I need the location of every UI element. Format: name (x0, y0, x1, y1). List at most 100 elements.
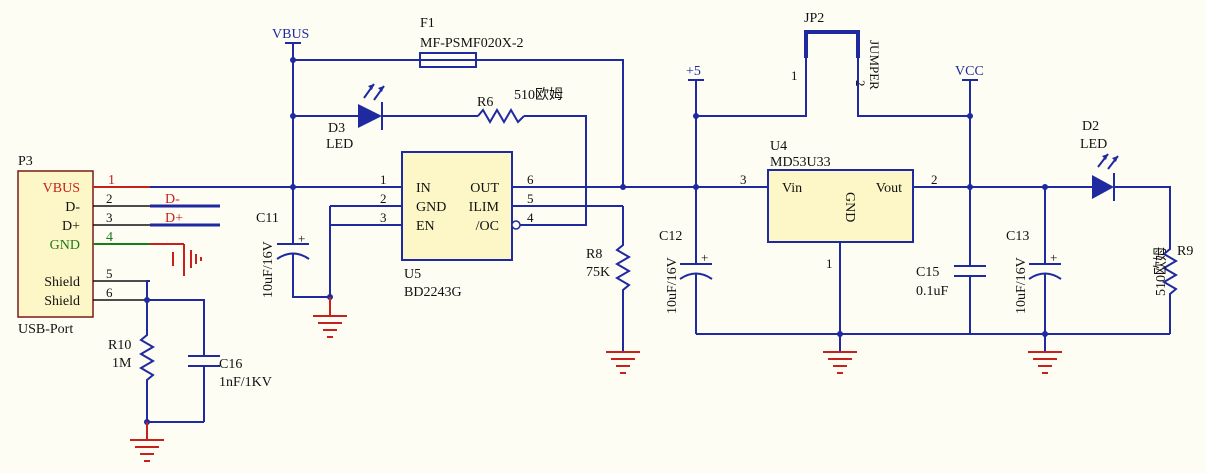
svg-text:VCC: VCC (955, 64, 984, 79)
r9-ref: R9 (1177, 244, 1193, 259)
r9-resistor: R9 510欧姆 (1153, 244, 1193, 300)
c13-ref: C13 (1006, 229, 1029, 244)
c16-value: 1nF/1KV (219, 375, 272, 390)
u5-oc-label: /OC (476, 219, 499, 234)
svg-text:+: + (298, 231, 305, 246)
shield-to-c16 (147, 299, 205, 350)
u5-en-label: EN (416, 219, 435, 234)
p3-value: USB-Port (18, 322, 73, 337)
c13-value: 10uF/16V (1014, 257, 1029, 314)
c12-value: 10uF/16V (665, 257, 680, 314)
p3-pin6-num: 6 (106, 285, 113, 300)
c15-capacitor: C15 0.1uF (916, 187, 986, 334)
u5-ilim-label: ILIM (469, 200, 500, 215)
u4-pin2: 2 (931, 172, 938, 187)
u5-pin2: 2 (380, 191, 387, 206)
p3-vbus-label: VBUS (43, 181, 80, 196)
u5-pin5: 5 (527, 191, 534, 206)
ground-symbol-u4 (823, 334, 857, 374)
svg-text:+: + (701, 250, 708, 265)
u4-vout-label: Vout (876, 181, 902, 196)
c16-ref: C16 (219, 357, 242, 372)
net-dplus-label: D+ (165, 211, 183, 226)
u5-value: BD2243G (404, 285, 462, 300)
p3-pin1-num: 1 (108, 173, 115, 188)
u4-pin3: 3 (740, 172, 747, 187)
c11-capacitor: + C11 10uF/16V (256, 187, 330, 298)
vbus-net-label: VBUS (272, 27, 309, 187)
u5-pin6: 6 (527, 172, 534, 187)
r10-resistor: R10 1M (108, 330, 155, 392)
u4-vin-label: Vin (782, 181, 802, 196)
p3-dminus-label: D- (65, 200, 80, 215)
r6-ref: R6 (477, 95, 493, 110)
c13-capacitor: + C13 10uF/16V (1006, 187, 1062, 334)
c16-capacitor: C16 1nF/1KV (188, 300, 272, 422)
shield-join-wire (146, 280, 150, 300)
u5-out-label: OUT (470, 181, 499, 196)
r10-value: 1M (112, 356, 132, 371)
ground-symbol-u5 (313, 297, 347, 338)
r10-ref: R10 (108, 338, 131, 353)
u5-ic: U5 BD2243G IN GND EN OUT ILIM /OC 1 2 3 … (330, 151, 623, 300)
d2-led: D2 LED (1080, 119, 1119, 201)
u5-pin3: 3 (380, 210, 387, 225)
r9-value: 510欧姆 (1153, 247, 1169, 296)
d3-led: D3 LED (326, 83, 385, 152)
vcc-net-label: VCC (955, 64, 984, 187)
r8-ref: R8 (586, 247, 602, 262)
d3-ref: D3 (328, 121, 345, 136)
r6-value: 510欧姆 (514, 87, 563, 103)
p3-ref: P3 (18, 154, 33, 169)
u4-pin1: 1 (826, 256, 833, 271)
jp2-pin1: 1 (791, 68, 798, 83)
svg-text:VBUS: VBUS (272, 27, 309, 42)
u5-pin4: 4 (527, 210, 534, 225)
svg-text:+: + (1050, 250, 1057, 265)
d2-value: LED (1080, 137, 1107, 152)
u5-ref: U5 (404, 267, 421, 282)
jp2-jumper: JP2 1 2 JUMPER (791, 11, 882, 90)
u4-gnd-label: GND (842, 192, 857, 222)
ground-symbol-c13 (1028, 334, 1062, 374)
r6-to-oc-wire (520, 115, 587, 226)
f1-ref: F1 (420, 16, 435, 31)
d3-value: LED (326, 137, 353, 152)
jp2-pin2: 2 (853, 80, 868, 87)
u4-regulator: U4 MD53U33 Vin Vout GND 3 2 1 (740, 139, 938, 334)
u5-gnd-label: GND (416, 200, 446, 215)
p3-body (17, 170, 94, 318)
jp2-value: JUMPER (867, 40, 882, 90)
c12-ref: C12 (659, 229, 682, 244)
u5-pin1: 1 (380, 172, 387, 187)
ground-symbol-r8 (606, 351, 640, 374)
p3-shield2-label: Shield (44, 294, 80, 309)
p3-pin3-num: 3 (106, 210, 113, 225)
p3-pin2-num: 2 (106, 191, 113, 206)
p3-dplus-label: D+ (62, 219, 80, 234)
r6-resistor: R6 510欧姆 (477, 87, 563, 124)
r8-value: 75K (586, 265, 610, 280)
p3-pin4-num: 4 (106, 230, 113, 245)
ground-symbol-p3 (172, 244, 202, 276)
plus5-net-label: +5 (686, 64, 704, 187)
ground-symbol-shield (130, 422, 164, 462)
fuse-to-out-wire (476, 59, 624, 187)
c11-value: 10uF/16V (261, 241, 276, 298)
u4-ref: U4 (770, 139, 787, 154)
u4-value: MD53U33 (770, 155, 831, 170)
u5-in-label: IN (416, 181, 431, 196)
r8-resistor: R8 75K (586, 240, 631, 295)
c12-capacitor: + C12 10uF/16V (659, 187, 713, 334)
f1-fuse: F1 MF-PSMF020X-2 (419, 16, 523, 68)
p3-gnd-label: GND (50, 238, 80, 253)
f1-value: MF-PSMF020X-2 (420, 36, 523, 51)
svg-text:+5: +5 (686, 64, 701, 79)
p3-pin5-num: 5 (106, 266, 113, 281)
c15-ref: C15 (916, 265, 939, 280)
jp2-ref: JP2 (804, 11, 824, 26)
p3-usb-connector: P3 USB-Port VBUS D- D+ GND Shield Shield… (17, 154, 150, 337)
d2-ref: D2 (1082, 119, 1099, 134)
